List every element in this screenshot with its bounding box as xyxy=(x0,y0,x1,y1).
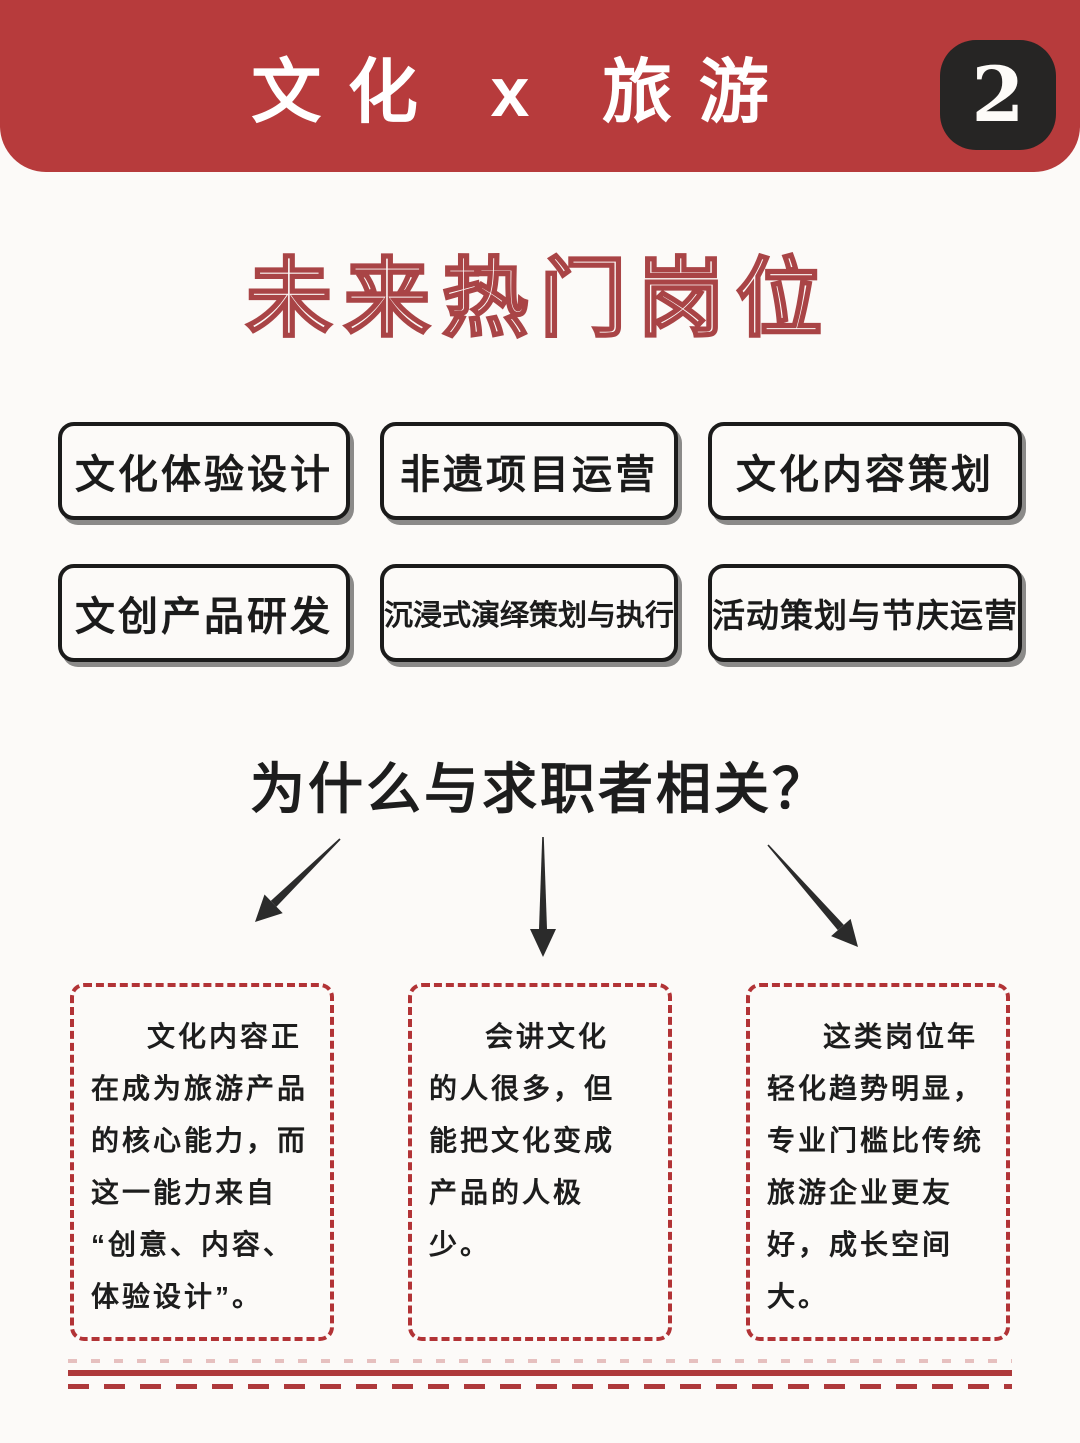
job-box-heritage-project-operation: 非遗项目运营 xyxy=(379,422,678,520)
arrow-down-left-icon xyxy=(255,838,341,922)
job-box-creative-product-rnd: 文创产品研发 xyxy=(58,564,350,662)
header-banner: 文化 x 旅游 2 xyxy=(0,0,1080,172)
reason-card-content-core: 文化内容正 在成为旅游产品 的核心能力，而 这一能力来自 “创意、内容、 体验设… xyxy=(70,983,334,1341)
arrow-down-right-icon xyxy=(767,844,858,947)
reason-cards: 文化内容正 在成为旅游产品 的核心能力，而 这一能力来自 “创意、内容、 体验设… xyxy=(70,983,1010,1341)
arrows-graphic xyxy=(255,837,858,957)
arrow-down-icon xyxy=(530,837,556,957)
section-title: 未来热门岗位 xyxy=(245,251,834,347)
bottom-divider xyxy=(68,1359,1012,1389)
job-grid: 文化体验设计 非遗项目运营 文化内容策划 文创产品研发 沉浸式演绎策划与执行 活… xyxy=(58,422,1022,662)
page-title: 文化 x 旅游 xyxy=(251,52,796,131)
job-box-event-festival-operation: 活动策划与节庆运营 xyxy=(708,564,1022,662)
reason-card-young-friendly: 这类岗位年 轻化趋势明显， 专业门槛比传统 旅游企业更友 好，成长空间 大。 xyxy=(746,983,1010,1341)
job-box-culture-experience-design: 文化体验设计 xyxy=(58,422,350,520)
job-box-culture-content-planning: 文化内容策划 xyxy=(708,422,1022,520)
divider-dashed-line xyxy=(68,1384,1012,1389)
page-number-badge: 2 xyxy=(940,40,1056,150)
divider-dotted-line xyxy=(68,1359,1012,1363)
question-title: 为什么与求职者相关？ xyxy=(249,758,830,820)
divider-solid-line xyxy=(68,1370,1012,1376)
job-box-immersive-performance: 沉浸式演绎策划与执行 xyxy=(379,564,678,662)
reason-card-few-can-productize: 会讲文化 的人很多，但 能把文化变成 产品的人极 少。 xyxy=(408,983,672,1341)
